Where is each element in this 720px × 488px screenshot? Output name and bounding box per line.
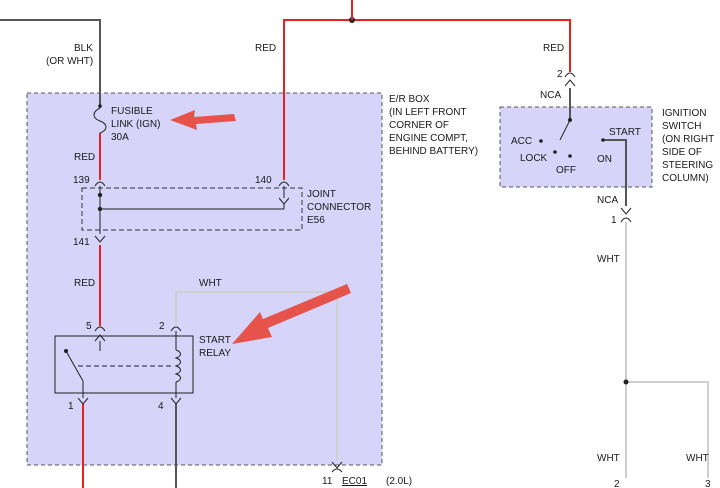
pin-140: 140	[255, 175, 272, 186]
pin-141: 141	[73, 237, 90, 248]
er-box-label-1: E/R BOX	[389, 94, 430, 105]
fusible-link-label-1: FUSIBLE	[111, 106, 153, 117]
fusible-link-symbol	[93, 107, 107, 134]
ign-switch-label-2: SWITCH	[662, 121, 701, 132]
ec01-label: EC01	[342, 476, 367, 487]
ign-switch-label-5: STEERING	[662, 160, 713, 171]
red-label-right: RED	[543, 43, 564, 54]
start-relay-label-2: RELAY	[199, 348, 231, 359]
pin-4-relay: 4	[158, 401, 164, 412]
ign-pos-on: ON	[597, 154, 612, 165]
er-box-label-2: (IN LEFT FRONT	[389, 107, 467, 118]
fusible-link-label-2: LINK (IGN)	[111, 119, 160, 130]
pin-2-ign: 2	[557, 69, 563, 80]
wht-label-bottom-left: WHT	[597, 453, 620, 464]
er-box-label-3: CORNER OF	[389, 120, 449, 131]
fusible-link-dot	[98, 104, 102, 108]
ec01-connector-symbol	[331, 461, 343, 473]
pin-1-ign: 1	[611, 215, 617, 226]
ign-switch-label-6: COLUMN)	[662, 173, 709, 184]
start-relay-box	[54, 335, 194, 394]
red-label-fuse: RED	[74, 152, 95, 163]
wht-label-ign: WHT	[597, 254, 620, 265]
start-relay-symbol	[64, 326, 182, 405]
ignition-switch-box	[499, 106, 653, 188]
nca-label-top: NCA	[540, 90, 561, 101]
ec01-variant: (2.0L)	[386, 476, 412, 487]
joint-connector-label-2: CONNECTOR	[307, 202, 371, 213]
blk-wire	[0, 19, 101, 108]
start-relay-label-1: START	[199, 335, 231, 346]
red-label-relay: RED	[74, 278, 95, 289]
wht-label-relay: WHT	[199, 278, 222, 289]
er-box-label-4: ENGINE COMPT,	[389, 133, 468, 144]
arrow-fusible-link	[170, 110, 236, 130]
joint-connector-label-1: JOINT	[307, 189, 336, 200]
er-box	[26, 92, 383, 466]
pin-2-bottom: 2	[614, 479, 620, 488]
er-box-label-5: BEHIND BATTERY)	[389, 146, 478, 157]
ign-start-wire	[603, 139, 627, 206]
pin-5: 5	[86, 321, 92, 332]
red-wire-top	[283, 19, 571, 180]
ign-pos-start: START	[609, 127, 641, 138]
fusible-link-label-3: 30A	[111, 132, 129, 143]
pin-2-relay: 2	[159, 321, 165, 332]
wht-wire-relay	[175, 291, 338, 460]
arrow-start-relay	[232, 284, 351, 344]
pin-3-bottom: 3	[705, 479, 711, 488]
ign-pos-acc: ACC	[511, 136, 532, 147]
pin-139: 139	[73, 175, 90, 186]
blk-label: BLK	[74, 43, 93, 54]
pin-1-relay: 1	[68, 401, 74, 412]
ign-pos-off: OFF	[556, 165, 576, 176]
nca-label-bottom: NCA	[597, 195, 618, 206]
wht-wire-branch	[626, 381, 709, 478]
wht-splice	[623, 379, 629, 385]
red-label-top: RED	[255, 43, 276, 54]
ignition-switch-symbol	[539, 72, 632, 223]
pin-11: 11	[322, 476, 333, 487]
ign-pos-lock: LOCK	[520, 153, 548, 164]
wht-label-bottom-right: WHT	[686, 453, 709, 464]
ign-switch-label-3: (ON RIGHT	[662, 134, 714, 145]
ign-switch-label-1: IGNITION	[662, 108, 706, 119]
joint-connector-label-3: E56	[307, 215, 325, 226]
joint-connector-symbol	[94, 181, 290, 243]
or-wht-label: (OR WHT)	[46, 56, 93, 67]
ign-switch-label-4: SIDE OF	[662, 147, 702, 158]
joint-connector-box	[81, 187, 303, 231]
